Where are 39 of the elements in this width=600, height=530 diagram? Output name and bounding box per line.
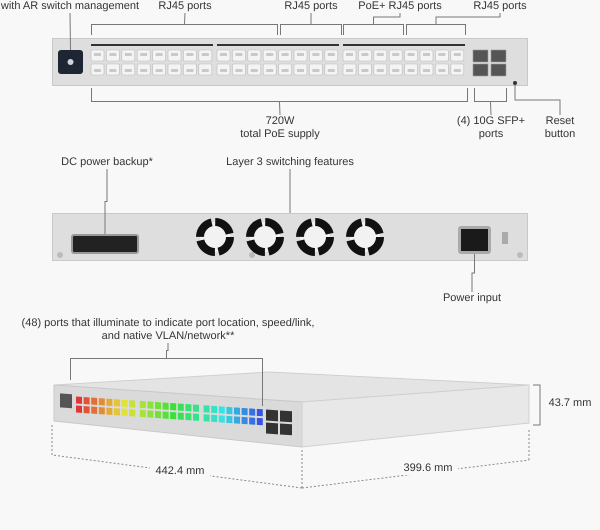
bracket	[343, 24, 404, 35]
callout-text: (4) 10G SFP+ ports	[456, 115, 526, 141]
leader-line	[514, 84, 560, 116]
callout-text: Layer 3 switching features	[225, 156, 355, 169]
callout-text: 720W	[264, 115, 296, 128]
bracket	[406, 24, 466, 35]
leader-line	[472, 254, 475, 292]
switch-front-drawing	[52, 38, 528, 86]
switch-isometric-drawing	[52, 370, 530, 450]
bracket	[280, 24, 342, 35]
reset-button	[513, 81, 517, 85]
leader-line	[373, 12, 400, 24]
dc-power-connector	[71, 234, 139, 254]
callout-text: DC power backup*	[60, 156, 154, 169]
touchscreen-display	[58, 50, 83, 74]
leader-line	[70, 12, 71, 50]
callout-text: PoE+ RJ45 ports	[357, 0, 443, 13]
switch-rear-drawing	[52, 213, 528, 261]
leader-line	[166, 342, 168, 358]
bracket	[91, 88, 468, 102]
callout-text: total PoE supply	[239, 128, 321, 141]
callout-text: Reset button	[544, 115, 576, 141]
power-inlet	[458, 226, 491, 254]
leader-line	[490, 102, 492, 116]
bracket	[474, 88, 507, 102]
leader-line	[310, 12, 312, 24]
callout-text: RJ45 ports	[157, 0, 213, 13]
leader-line	[184, 12, 186, 24]
dimension-label: 442.4 mm	[150, 465, 210, 478]
callout-text: RJ45 ports	[283, 0, 339, 13]
bracket	[91, 24, 278, 35]
callout-text: with AR switch management	[0, 0, 140, 13]
callout-text: Power input	[442, 292, 502, 305]
callout-text: RJ45 ports	[472, 0, 528, 13]
leader-line	[436, 12, 500, 24]
bracket	[70, 358, 263, 406]
callout-text: (48) ports that illuminate to indicate port location, speed/link, and native VLAN/network**	[20, 317, 316, 343]
leader-line	[104, 168, 108, 234]
leader-line	[279, 102, 280, 116]
